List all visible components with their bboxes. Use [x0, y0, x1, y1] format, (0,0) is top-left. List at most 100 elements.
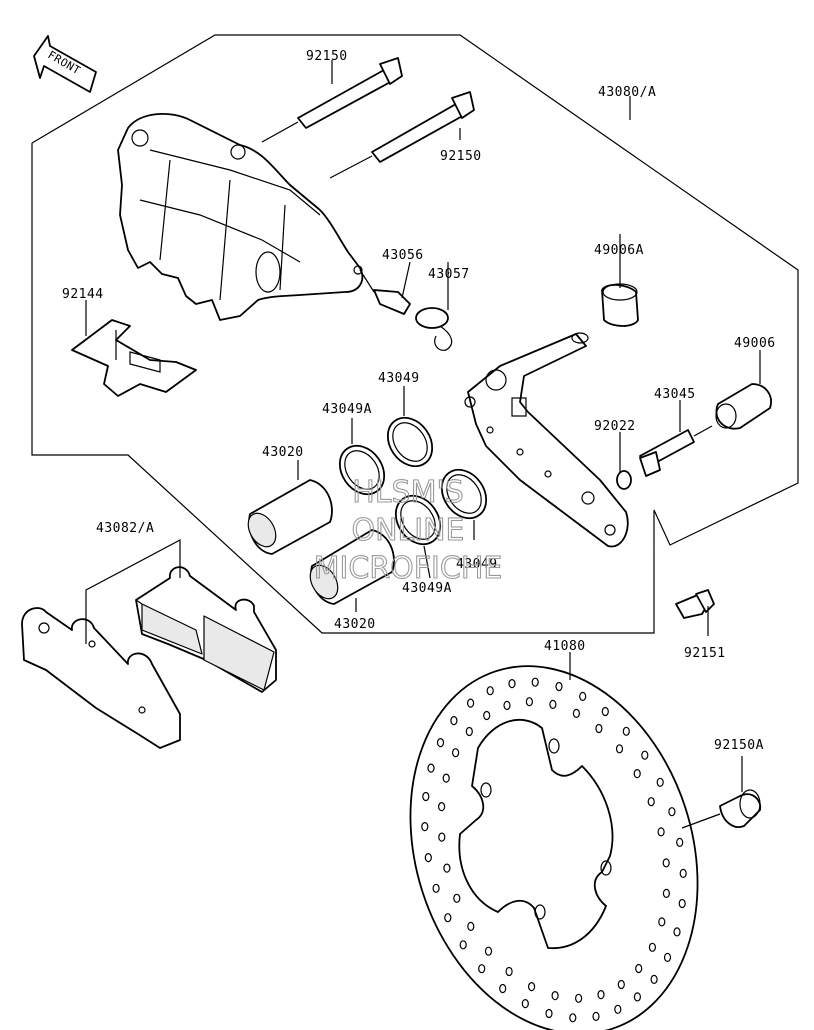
disc-hole: [615, 744, 624, 754]
disc-hole: [662, 858, 670, 868]
brake-disc: [409, 665, 699, 1030]
disc-hole: [647, 797, 655, 807]
bleeder-valve: [359, 269, 411, 315]
pad-spring: [71, 319, 197, 397]
disc-hole: [525, 697, 534, 707]
disc-hole: [551, 990, 559, 1001]
watermark-line-2: ONLINE: [351, 513, 464, 548]
disc-hole: [601, 706, 609, 717]
label-43049A-lower: 43049A: [402, 581, 452, 596]
label-43056: 43056: [382, 248, 424, 263]
disc-hole: [465, 726, 473, 737]
disc-hole: [521, 998, 529, 1009]
watermark-line-1: HLSM'S: [352, 475, 464, 510]
label-43082: 43082/A: [96, 521, 154, 536]
disc-hole: [555, 681, 563, 692]
label-49006: 49006: [734, 336, 776, 351]
brake-pad-front: [135, 566, 277, 693]
label-41080: 41080: [544, 639, 586, 654]
watermark: HLSM'S ONLINE MICROFICHE: [313, 474, 503, 586]
label-92022: 92022: [594, 419, 636, 434]
disc-hole: [505, 966, 513, 977]
label-43080: 43080/A: [598, 85, 656, 100]
bolt-92151: [675, 589, 715, 619]
disc-hole: [676, 837, 684, 848]
label-43049-upper: 43049: [378, 371, 420, 386]
disc-hole: [679, 868, 687, 879]
part-labels: 92150 92150 43080/A 43056 43057 49006A 9…: [62, 49, 776, 753]
disc-hole: [614, 1004, 622, 1014]
disc-hole: [597, 989, 605, 1000]
disc-hole: [622, 726, 630, 736]
disc-hole: [432, 883, 440, 893]
disc-hole: [657, 827, 665, 837]
disc-hole: [678, 898, 686, 909]
label-49006A: 49006A: [594, 243, 644, 258]
disc-hole: [438, 832, 446, 842]
assembly-outline: [31, 34, 799, 634]
disc-hole: [438, 801, 446, 812]
disc-hole: [673, 927, 681, 937]
pin-92150-upper: [261, 57, 403, 143]
disc-hole: [427, 763, 435, 773]
label-43049-lower: 43049: [456, 557, 498, 572]
disc-hole: [453, 893, 461, 903]
disc-hole: [617, 979, 625, 990]
disc-hole: [478, 964, 486, 974]
seals-lower: [394, 468, 488, 546]
disc-hole: [633, 992, 642, 1002]
pin-92150-lower: [329, 91, 475, 179]
pin-43045: [639, 425, 713, 477]
label-43057: 43057: [428, 267, 470, 282]
caliper-body: [117, 113, 364, 321]
disc-hole: [572, 708, 581, 719]
washer-92022: [616, 470, 632, 490]
disc-hole: [650, 974, 658, 985]
disc-hole: [421, 821, 429, 832]
disc-hole: [658, 917, 666, 927]
disc-hole: [656, 777, 664, 787]
disc-hole: [592, 1011, 600, 1022]
bleeder-cap: [415, 307, 453, 351]
piston-lower: [309, 529, 395, 605]
label-92151: 92151: [684, 646, 726, 661]
disc-hole: [545, 1008, 553, 1019]
disc-hole: [595, 723, 603, 734]
label-43045: 43045: [654, 387, 696, 402]
label-92150A: 92150A: [714, 738, 764, 753]
label-92144: 92144: [62, 287, 104, 302]
disc-hole: [444, 913, 452, 923]
disc-hole: [499, 983, 507, 994]
brake-pad-rear: [21, 607, 181, 749]
label-43020-upper: 43020: [262, 445, 304, 460]
disc-hole: [483, 710, 491, 721]
disc-hole: [452, 748, 460, 758]
piston-upper: [247, 479, 333, 555]
disc-hole: [635, 963, 643, 974]
disc-hole: [574, 993, 583, 1003]
watermark-line-3: MICROFICHE: [314, 551, 503, 586]
label-43049A-upper: 43049A: [322, 402, 372, 417]
seals-upper: [338, 416, 434, 496]
label-92150-lower: 92150: [440, 149, 482, 164]
disc-hole: [467, 698, 475, 708]
disc-hole: [648, 942, 657, 952]
disc-vent-holes: [421, 677, 687, 1023]
disc-hole: [579, 691, 587, 702]
disc-hole: [663, 952, 672, 963]
disc-hole: [569, 1013, 577, 1023]
leader-lines: [85, 60, 761, 829]
disc-hole: [450, 715, 458, 726]
label-43020-lower: 43020: [334, 617, 376, 632]
disc-hole: [422, 791, 430, 802]
disc-hole: [531, 677, 539, 687]
bolt-92150A: [719, 789, 762, 828]
disc-hole: [527, 981, 536, 992]
disc-hole: [442, 773, 450, 783]
disc-hole: [633, 768, 641, 779]
disc-hole: [641, 750, 649, 760]
disc-hole: [503, 700, 511, 711]
boot-49006A: [601, 283, 639, 327]
disc-hole: [443, 863, 451, 873]
